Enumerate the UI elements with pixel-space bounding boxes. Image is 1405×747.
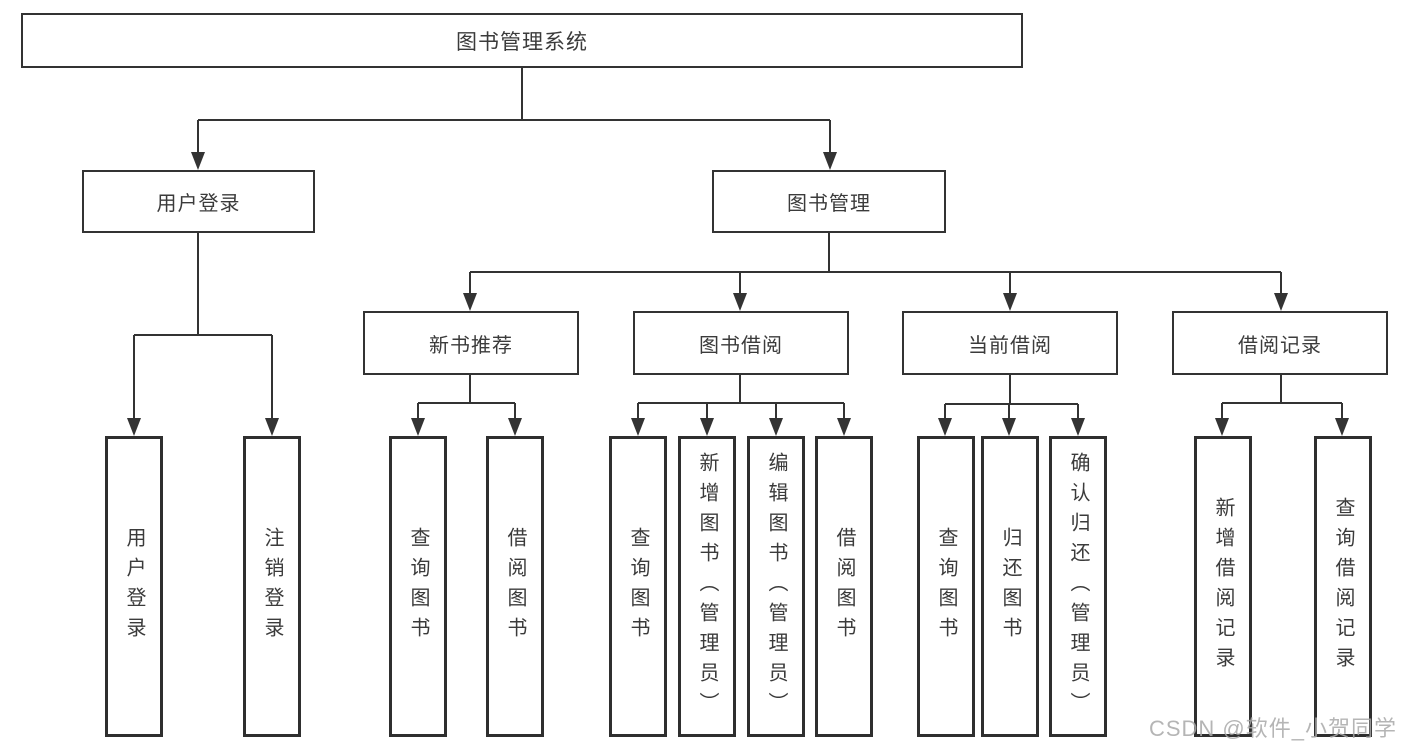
leaf-query-borrow-record: 查询借阅记录 <box>1314 436 1372 737</box>
node-current-borrow: 当前借阅 <box>902 311 1118 375</box>
leaf-add-borrow-record-label: 新增借阅记录 <box>1212 496 1234 677</box>
leaf-borrow-books-recommend-label: 借阅图书 <box>504 526 526 647</box>
leaf-confirm-return-admin-label: 确认归还（管理员） <box>1067 451 1089 722</box>
node-book-borrow: 图书借阅 <box>633 311 849 375</box>
leaf-borrow-books-label: 借阅图书 <box>833 526 855 647</box>
leaf-query-books-borrow: 查询图书 <box>609 436 667 737</box>
node-library-management-system: 图书管理系统 <box>21 13 1023 68</box>
leaf-query-books-current-label: 查询图书 <box>935 526 957 647</box>
leaf-return-books: 归还图书 <box>981 436 1039 737</box>
leaf-user-login: 用户登录 <box>105 436 163 737</box>
leaf-query-borrow-record-label: 查询借阅记录 <box>1332 496 1354 677</box>
leaf-user-login-label: 用户登录 <box>123 526 145 647</box>
leaf-logout-label: 注销登录 <box>261 526 283 647</box>
leaf-add-book-admin: 新增图书（管理员） <box>678 436 736 737</box>
leaf-edit-book-admin: 编辑图书（管理员） <box>747 436 805 737</box>
leaf-query-books-recommend-label: 查询图书 <box>407 526 429 647</box>
leaf-logout: 注销登录 <box>243 436 301 737</box>
leaf-return-books-label: 归还图书 <box>999 526 1021 647</box>
leaf-borrow-books-recommend: 借阅图书 <box>486 436 544 737</box>
node-new-book-recommend: 新书推荐 <box>363 311 579 375</box>
csdn-watermark: CSDN @软件_小贺同学 <box>1148 716 1397 741</box>
leaf-add-book-admin-label: 新增图书（管理员） <box>696 451 718 722</box>
leaf-query-books-recommend: 查询图书 <box>389 436 447 737</box>
leaf-confirm-return-admin: 确认归还（管理员） <box>1049 436 1107 737</box>
leaf-query-books-borrow-label: 查询图书 <box>627 526 649 647</box>
leaf-borrow-books: 借阅图书 <box>815 436 873 737</box>
node-borrow-records: 借阅记录 <box>1172 311 1388 375</box>
leaf-query-books-current: 查询图书 <box>917 436 975 737</box>
leaf-add-borrow-record: 新增借阅记录 <box>1194 436 1252 737</box>
leaf-edit-book-admin-label: 编辑图书（管理员） <box>765 451 787 722</box>
node-user-login: 用户登录 <box>82 170 315 233</box>
node-book-management: 图书管理 <box>712 170 946 233</box>
